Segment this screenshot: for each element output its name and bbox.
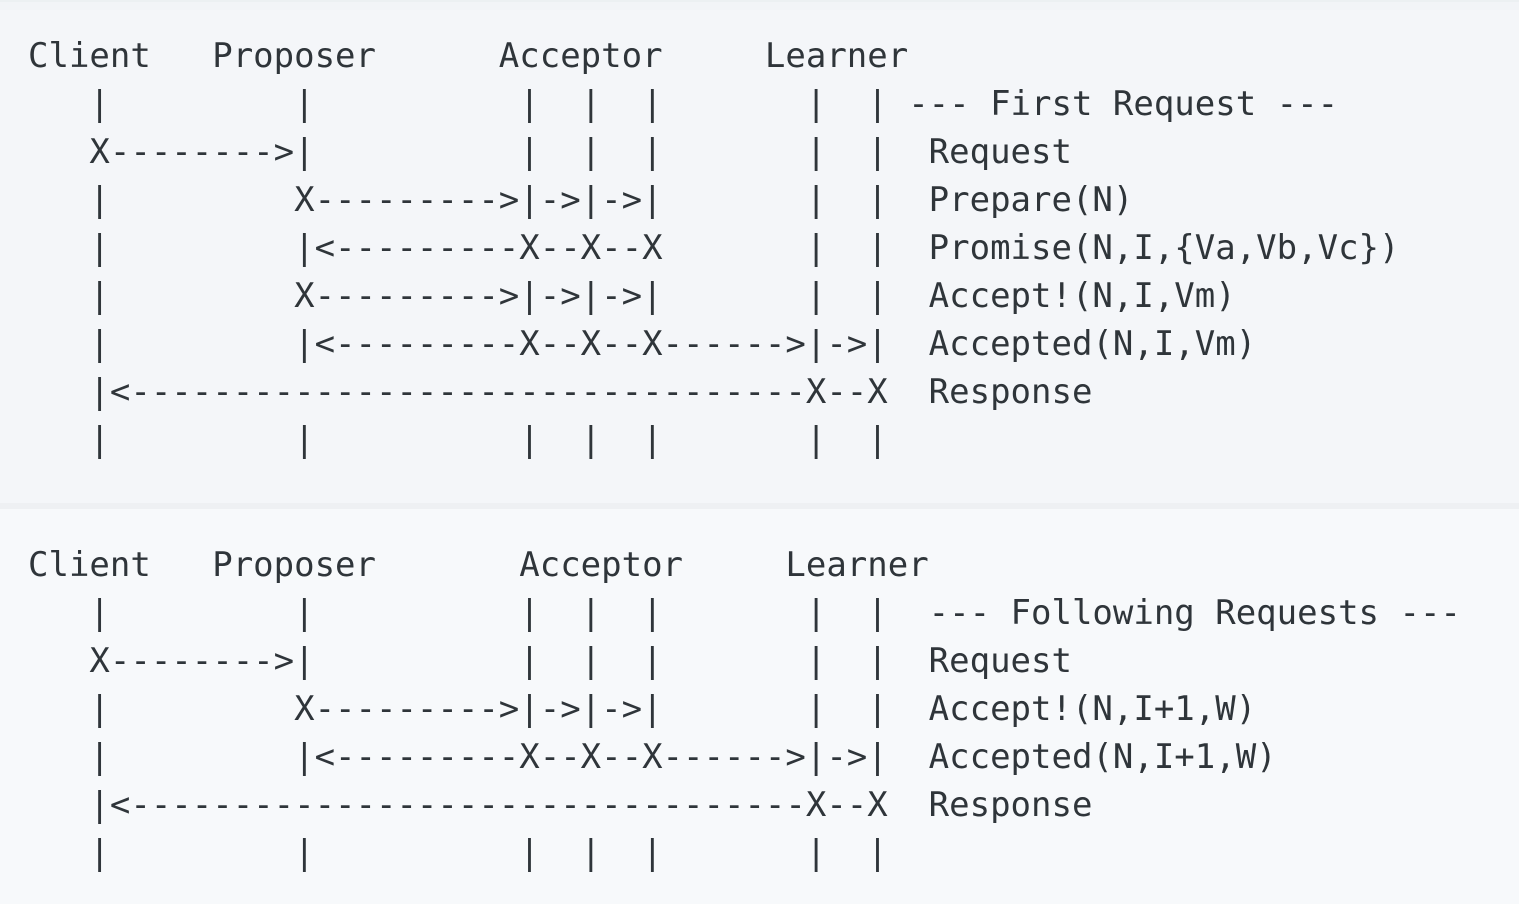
diagram-line-section-title: | | | | | | | --- Following Requests ---	[28, 593, 1461, 633]
diagram-line-response: |<---------------------------------X--X …	[28, 785, 1093, 825]
first-request-sequence-diagram: Client Proposer Acceptor Learner | | | |…	[0, 10, 1519, 509]
diagram-line-request: X-------->| | | | | | Request	[28, 641, 1072, 681]
diagram-line-prepare: | X--------->|->|->| | | Prepare(N)	[28, 180, 1134, 220]
diagram-line-request: X-------->| | | | | | Request	[28, 132, 1072, 172]
diagram-line-accept: | X--------->|->|->| | | Accept!(N,I,Vm)	[28, 276, 1236, 316]
diagram-actors-header: Client Proposer Acceptor Learner	[28, 36, 909, 76]
diagram-line-section-title: | | | | | | | --- First Request ---	[28, 84, 1339, 124]
diagram-line-accepted: | |<---------X--X--X------>|->| Accepted…	[28, 324, 1257, 364]
diagram-line-accept: | X--------->|->|->| | | Accept!(N,I+1,W…	[28, 689, 1257, 729]
following-requests-sequence-diagram: Client Proposer Acceptor Learner | | | |…	[0, 509, 1519, 904]
diagram-line-response: |<---------------------------------X--X …	[28, 372, 1093, 412]
diagram-line-accepted: | |<---------X--X--X------>|->| Accepted…	[28, 737, 1277, 777]
diagram-actors-header: Client Proposer Acceptor Learner	[28, 545, 929, 585]
diagram-line-lifelines: | | | | | | |	[28, 420, 888, 460]
page-top-strip	[0, 0, 1519, 10]
diagram-line-promise: | |<---------X--X--X | | Promise(N,I,{Va…	[28, 228, 1400, 268]
diagram-line-lifelines: | | | | | | |	[28, 833, 888, 873]
